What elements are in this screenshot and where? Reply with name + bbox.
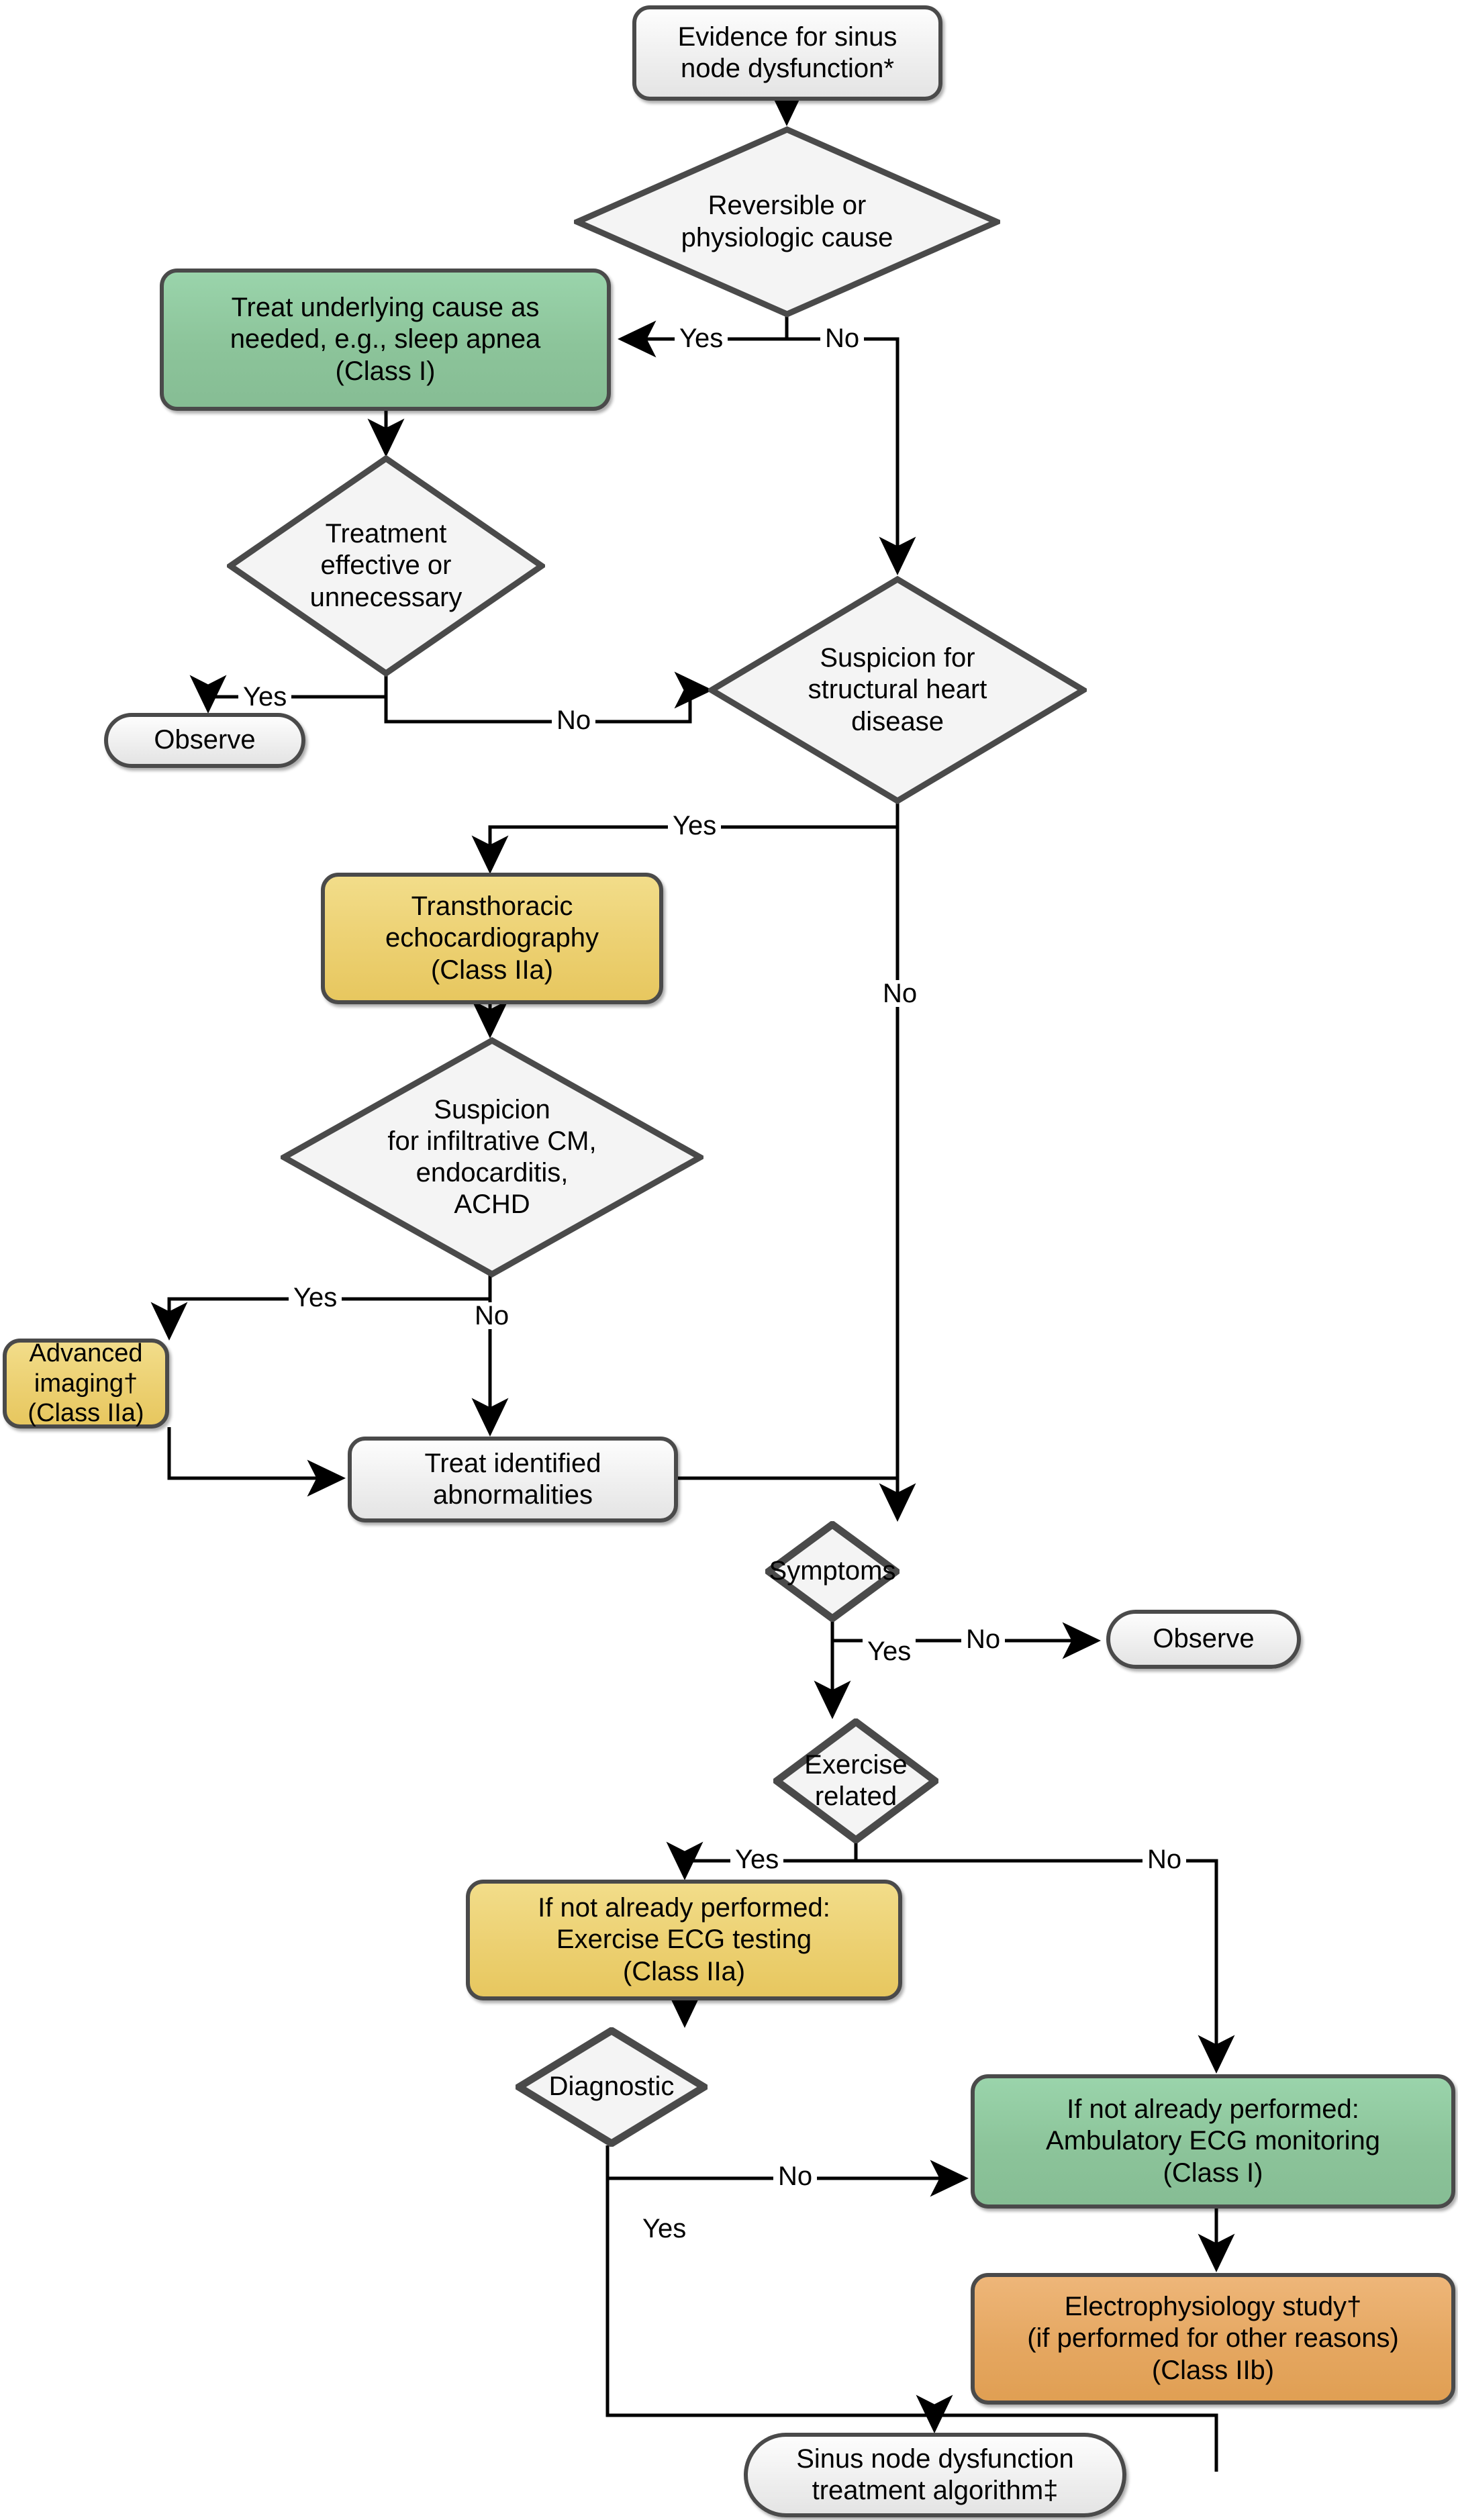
diamond-shape bbox=[773, 1718, 938, 1843]
edge-imaging-to-treat bbox=[167, 1427, 346, 1497]
node-observe-1[interactable]: Observe bbox=[104, 713, 305, 768]
diamond-shape bbox=[574, 126, 1000, 318]
node-diagnostic-decision[interactable]: Diagnostic bbox=[516, 2027, 708, 2147]
node-exercise-related-label: Exercise related bbox=[804, 1749, 908, 1811]
edge-label-exercise-yes: Yes bbox=[730, 1846, 784, 1873]
node-reversible-label: Reversible or physiologic cause bbox=[681, 191, 893, 252]
node-advanced-imaging[interactable]: Advanced imaging† (Class IIa) bbox=[3, 1339, 169, 1428]
edge-label-reversible-yes: Yes bbox=[675, 325, 728, 352]
node-transthoracic-echo[interactable]: Transthoracic echocardiography (Class II… bbox=[321, 873, 663, 1004]
node-end-treatment-algorithm[interactable]: Sinus node dysfunction treatment algorit… bbox=[744, 2433, 1126, 2517]
node-end-treatment-algorithm-label: Sinus node dysfunction treatment algorit… bbox=[796, 2443, 1074, 2505]
edge-label-structural-yes: Yes bbox=[668, 812, 722, 839]
node-observe-2[interactable]: Observe bbox=[1106, 1610, 1301, 1669]
node-ambulatory-ecg-monitoring[interactable]: If not already performed: Ambulatory ECG… bbox=[971, 2074, 1455, 2209]
node-treatment-effective-label: Treatment effective or unnecessary bbox=[309, 519, 463, 612]
node-diagnostic-label: Diagnostic bbox=[548, 2072, 675, 2102]
node-ambulatory-ecg-monitoring-label: If not already performed: Ambulatory ECG… bbox=[1046, 2094, 1380, 2188]
edge-label-exercise-no: No bbox=[1143, 1846, 1187, 1873]
edge-label-reversible-no: No bbox=[820, 325, 865, 352]
edge-label-symptoms-no: No bbox=[961, 1626, 1006, 1653]
edge-reversible-no bbox=[787, 337, 916, 575]
node-reversible-decision[interactable]: Reversible or physiologic cause bbox=[574, 126, 1000, 318]
diamond-shape bbox=[227, 455, 545, 677]
node-infiltrative-cm-decision[interactable]: Suspicion for infiltrative CM, endocardi… bbox=[281, 1037, 703, 1277]
edge-label-diagnostic-no: No bbox=[773, 2163, 818, 2190]
edge-effective-no bbox=[384, 671, 713, 724]
diamond-shape bbox=[281, 1037, 703, 1277]
edge-label-diagnostic-yes: Yes bbox=[638, 2215, 691, 2242]
diamond-shape bbox=[765, 1521, 900, 1622]
diamond-shape bbox=[708, 576, 1087, 804]
node-observe-2-label: Observe bbox=[1153, 1624, 1255, 1654]
node-exercise-ecg-testing[interactable]: If not already performed: Exercise ECG t… bbox=[466, 1880, 902, 2000]
node-treat-underlying-cause-label: Treat underlying cause as needed, e.g., … bbox=[230, 293, 541, 386]
edge-label-infiltrative-yes: Yes bbox=[289, 1284, 342, 1311]
node-advanced-imaging-label: Advanced imaging† (Class IIa) bbox=[28, 1339, 144, 1428]
edge-ep-to-end bbox=[934, 2413, 1218, 2472]
node-infiltrative-cm-label: Suspicion for infiltrative CM, endocardi… bbox=[387, 1094, 597, 1220]
edge-label-treatment-effective-yes: Yes bbox=[238, 683, 292, 710]
edge-effective-yes bbox=[189, 675, 388, 714]
node-treat-abnormalities[interactable]: Treat identified abnormalities bbox=[348, 1437, 678, 1522]
edge-exercise-no bbox=[856, 1859, 1235, 2074]
node-treat-abnormalities-label: Treat identified abnormalities bbox=[424, 1448, 601, 1510]
node-transthoracic-echo-label: Transthoracic echocardiography (Class II… bbox=[385, 891, 599, 985]
node-exercise-related-decision[interactable]: Exercise related bbox=[773, 1718, 938, 1843]
node-treat-underlying-cause[interactable]: Treat underlying cause as needed, e.g., … bbox=[160, 269, 611, 411]
node-start-label: Evidence for sinus node dysfunction* bbox=[677, 21, 897, 83]
edge-label-treatment-effective-no: No bbox=[552, 707, 596, 734]
edge-label-infiltrative-no: No bbox=[470, 1302, 514, 1329]
diamond-shape bbox=[516, 2027, 708, 2147]
node-symptoms-label: Symptoms bbox=[769, 1556, 896, 1586]
node-treatment-effective-decision[interactable]: Treatment effective or unnecessary bbox=[227, 455, 545, 677]
node-observe-1-label: Observe bbox=[154, 725, 256, 755]
node-electrophysiology-study-label: Electrophysiology study† (if performed f… bbox=[1027, 2292, 1399, 2385]
node-start[interactable]: Evidence for sinus node dysfunction* bbox=[632, 5, 942, 101]
edge-label-symptoms-yes: Yes bbox=[863, 1638, 916, 1665]
node-structural-heart-disease-decision[interactable]: Suspicion for structural heart disease bbox=[708, 576, 1087, 804]
node-electrophysiology-study[interactable]: Electrophysiology study† (if performed f… bbox=[971, 2273, 1455, 2405]
node-structural-heart-disease-label: Suspicion for structural heart disease bbox=[808, 643, 987, 736]
edge-diagnostic-yes bbox=[605, 2178, 953, 2433]
node-symptoms-decision[interactable]: Symptoms bbox=[765, 1521, 900, 1622]
node-exercise-ecg-testing-label: If not already performed: Exercise ECG t… bbox=[538, 1893, 830, 1986]
edge-label-structural-no: No bbox=[878, 980, 922, 1007]
